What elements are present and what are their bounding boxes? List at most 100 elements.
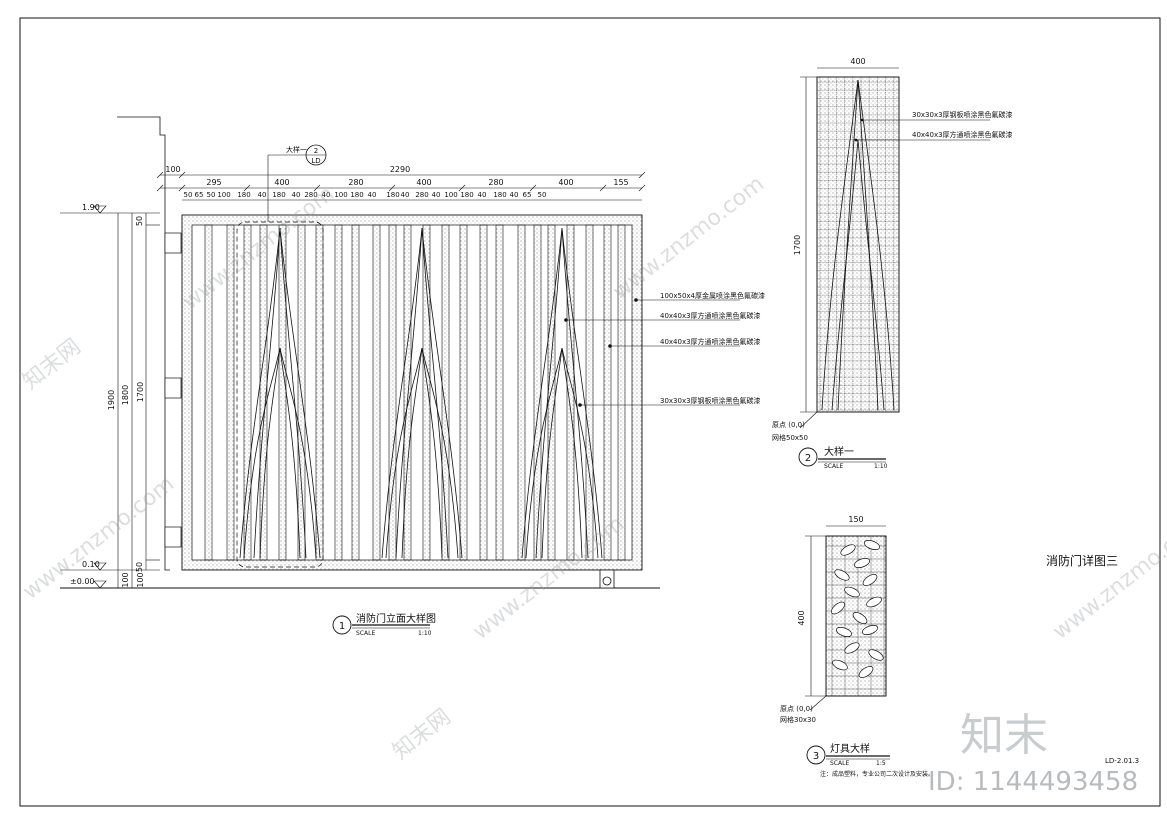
decorative-curves [239, 227, 603, 559]
watermark-id: ID: 1144493458 [928, 767, 1138, 797]
detail-one-index: 2 [805, 453, 811, 464]
level-marker [93, 580, 107, 589]
level-mid: 0.10 [82, 560, 100, 569]
dim-sub: 180 [386, 191, 399, 199]
decorative-curve [253, 227, 281, 559]
detail-one-panel [799, 67, 990, 429]
detail-tag-sheet: LD [311, 157, 320, 165]
dim-tick [529, 184, 537, 192]
hinge [164, 232, 182, 254]
vertical-bar [603, 224, 612, 561]
light-leaf [854, 558, 870, 568]
callout-text: 40x40x3厚方通喷涂黑色氟碳漆 [660, 311, 761, 320]
detail-three-height: 400 [797, 610, 806, 625]
light-leaves [831, 540, 884, 678]
vertical-bar [243, 224, 252, 561]
dim-sub: 40 [322, 191, 331, 199]
dim-sub: 40 [258, 191, 267, 199]
decorative-curve [541, 347, 563, 559]
callout-text: 40x40x3厚方通喷涂黑色氟碳漆 [660, 337, 761, 346]
elevation-scale-word: SCALE [356, 630, 375, 637]
dim-sub: 50 [184, 191, 193, 199]
watermark-brand-cn: 知末网 [18, 334, 85, 394]
dim-tick [313, 184, 321, 192]
vertical-bar [479, 224, 488, 561]
dim-sub: 65 [195, 191, 204, 199]
hinge [164, 526, 182, 548]
vertical-bar [388, 224, 397, 561]
detail-one-width: 400 [850, 57, 865, 66]
dim-sub: 40 [368, 191, 377, 199]
vertical-bars [204, 224, 626, 561]
dim-seg: 155 [613, 178, 628, 187]
dim-sub: 100 [444, 191, 457, 199]
decorative-curve [521, 227, 563, 559]
light-leaf [840, 544, 856, 556]
light-leaf [834, 569, 850, 581]
decorative-curve [421, 347, 443, 559]
decorative-curve [561, 227, 589, 559]
detail-three-index: 3 [813, 751, 819, 762]
vertical-bar [585, 224, 594, 561]
dim-sub: 280 [415, 191, 428, 199]
decorative-curve [561, 227, 603, 559]
sheet-border [19, 17, 1161, 807]
dim-tick [599, 184, 607, 192]
decorative-curve [259, 347, 281, 559]
decorative-curve [421, 227, 463, 559]
light-leaf [852, 612, 868, 624]
dim-left: 50 [135, 562, 144, 572]
dim-sub: 100 [217, 191, 230, 199]
dim-tick [243, 184, 251, 192]
dim-sub: 50 [207, 191, 216, 199]
decorative-curve [381, 227, 423, 559]
dim-sub: 280 [304, 191, 317, 199]
watermark-brand-cn: 知末网 [388, 704, 455, 764]
decorative-curve [535, 227, 563, 559]
detail-one-callout: 30x30x3厚钢板喷涂黑色氟碳漆 [912, 110, 1013, 119]
vertical-bar [566, 224, 575, 561]
vertical-bar [547, 224, 556, 561]
vertical-bar [517, 224, 526, 561]
decorative-curve [279, 227, 321, 559]
vertical-bar [441, 224, 450, 561]
vertical-bar [315, 224, 324, 561]
dim-sub: 40 [401, 191, 410, 199]
vertical-bar [351, 224, 360, 561]
light-leaf [862, 625, 878, 635]
detail-one-index-bubble [798, 447, 818, 467]
detail-three-texts: 150 400 原点 (0,0) 网格30x30 3 灯具大样 SCALE 1:… [780, 515, 934, 778]
watermark-brand: 知末 [960, 710, 1048, 761]
dim-left: 1800 [121, 385, 130, 405]
hinge [164, 377, 182, 399]
detail-three-width: 150 [848, 515, 863, 524]
decorative-curve [385, 347, 423, 559]
vertical-bar [459, 224, 468, 561]
dim-left: 1900 [107, 390, 116, 410]
vertical-bar [204, 224, 213, 561]
decorative-curve [561, 347, 583, 559]
dim-left: 1700 [136, 382, 145, 402]
elevation-index: 1 [339, 621, 345, 632]
decorative-curve [279, 227, 307, 559]
vertical-bar [533, 224, 542, 561]
dim-sub: 180 [493, 191, 506, 199]
dim-left: 50 [135, 216, 144, 226]
decorative-curve [239, 227, 281, 559]
detail-three-panel [805, 525, 887, 711]
light-leaf [866, 596, 882, 608]
wall-outline [117, 116, 170, 571]
level-marker [93, 562, 107, 571]
dim-sub: 180 [460, 191, 473, 199]
detail-enclosure [236, 221, 324, 568]
dim-left: 100 [136, 572, 145, 587]
detail-one-scale: 1:10 [874, 463, 888, 470]
elevation-index-bubble [332, 615, 352, 635]
vertical-bar [422, 224, 431, 561]
dim-sub: 40 [478, 191, 487, 199]
detail-one-scale-word: SCALE [824, 463, 843, 470]
sheet-title: 消防门详图三 [1046, 553, 1118, 568]
light-leaf [862, 574, 878, 586]
